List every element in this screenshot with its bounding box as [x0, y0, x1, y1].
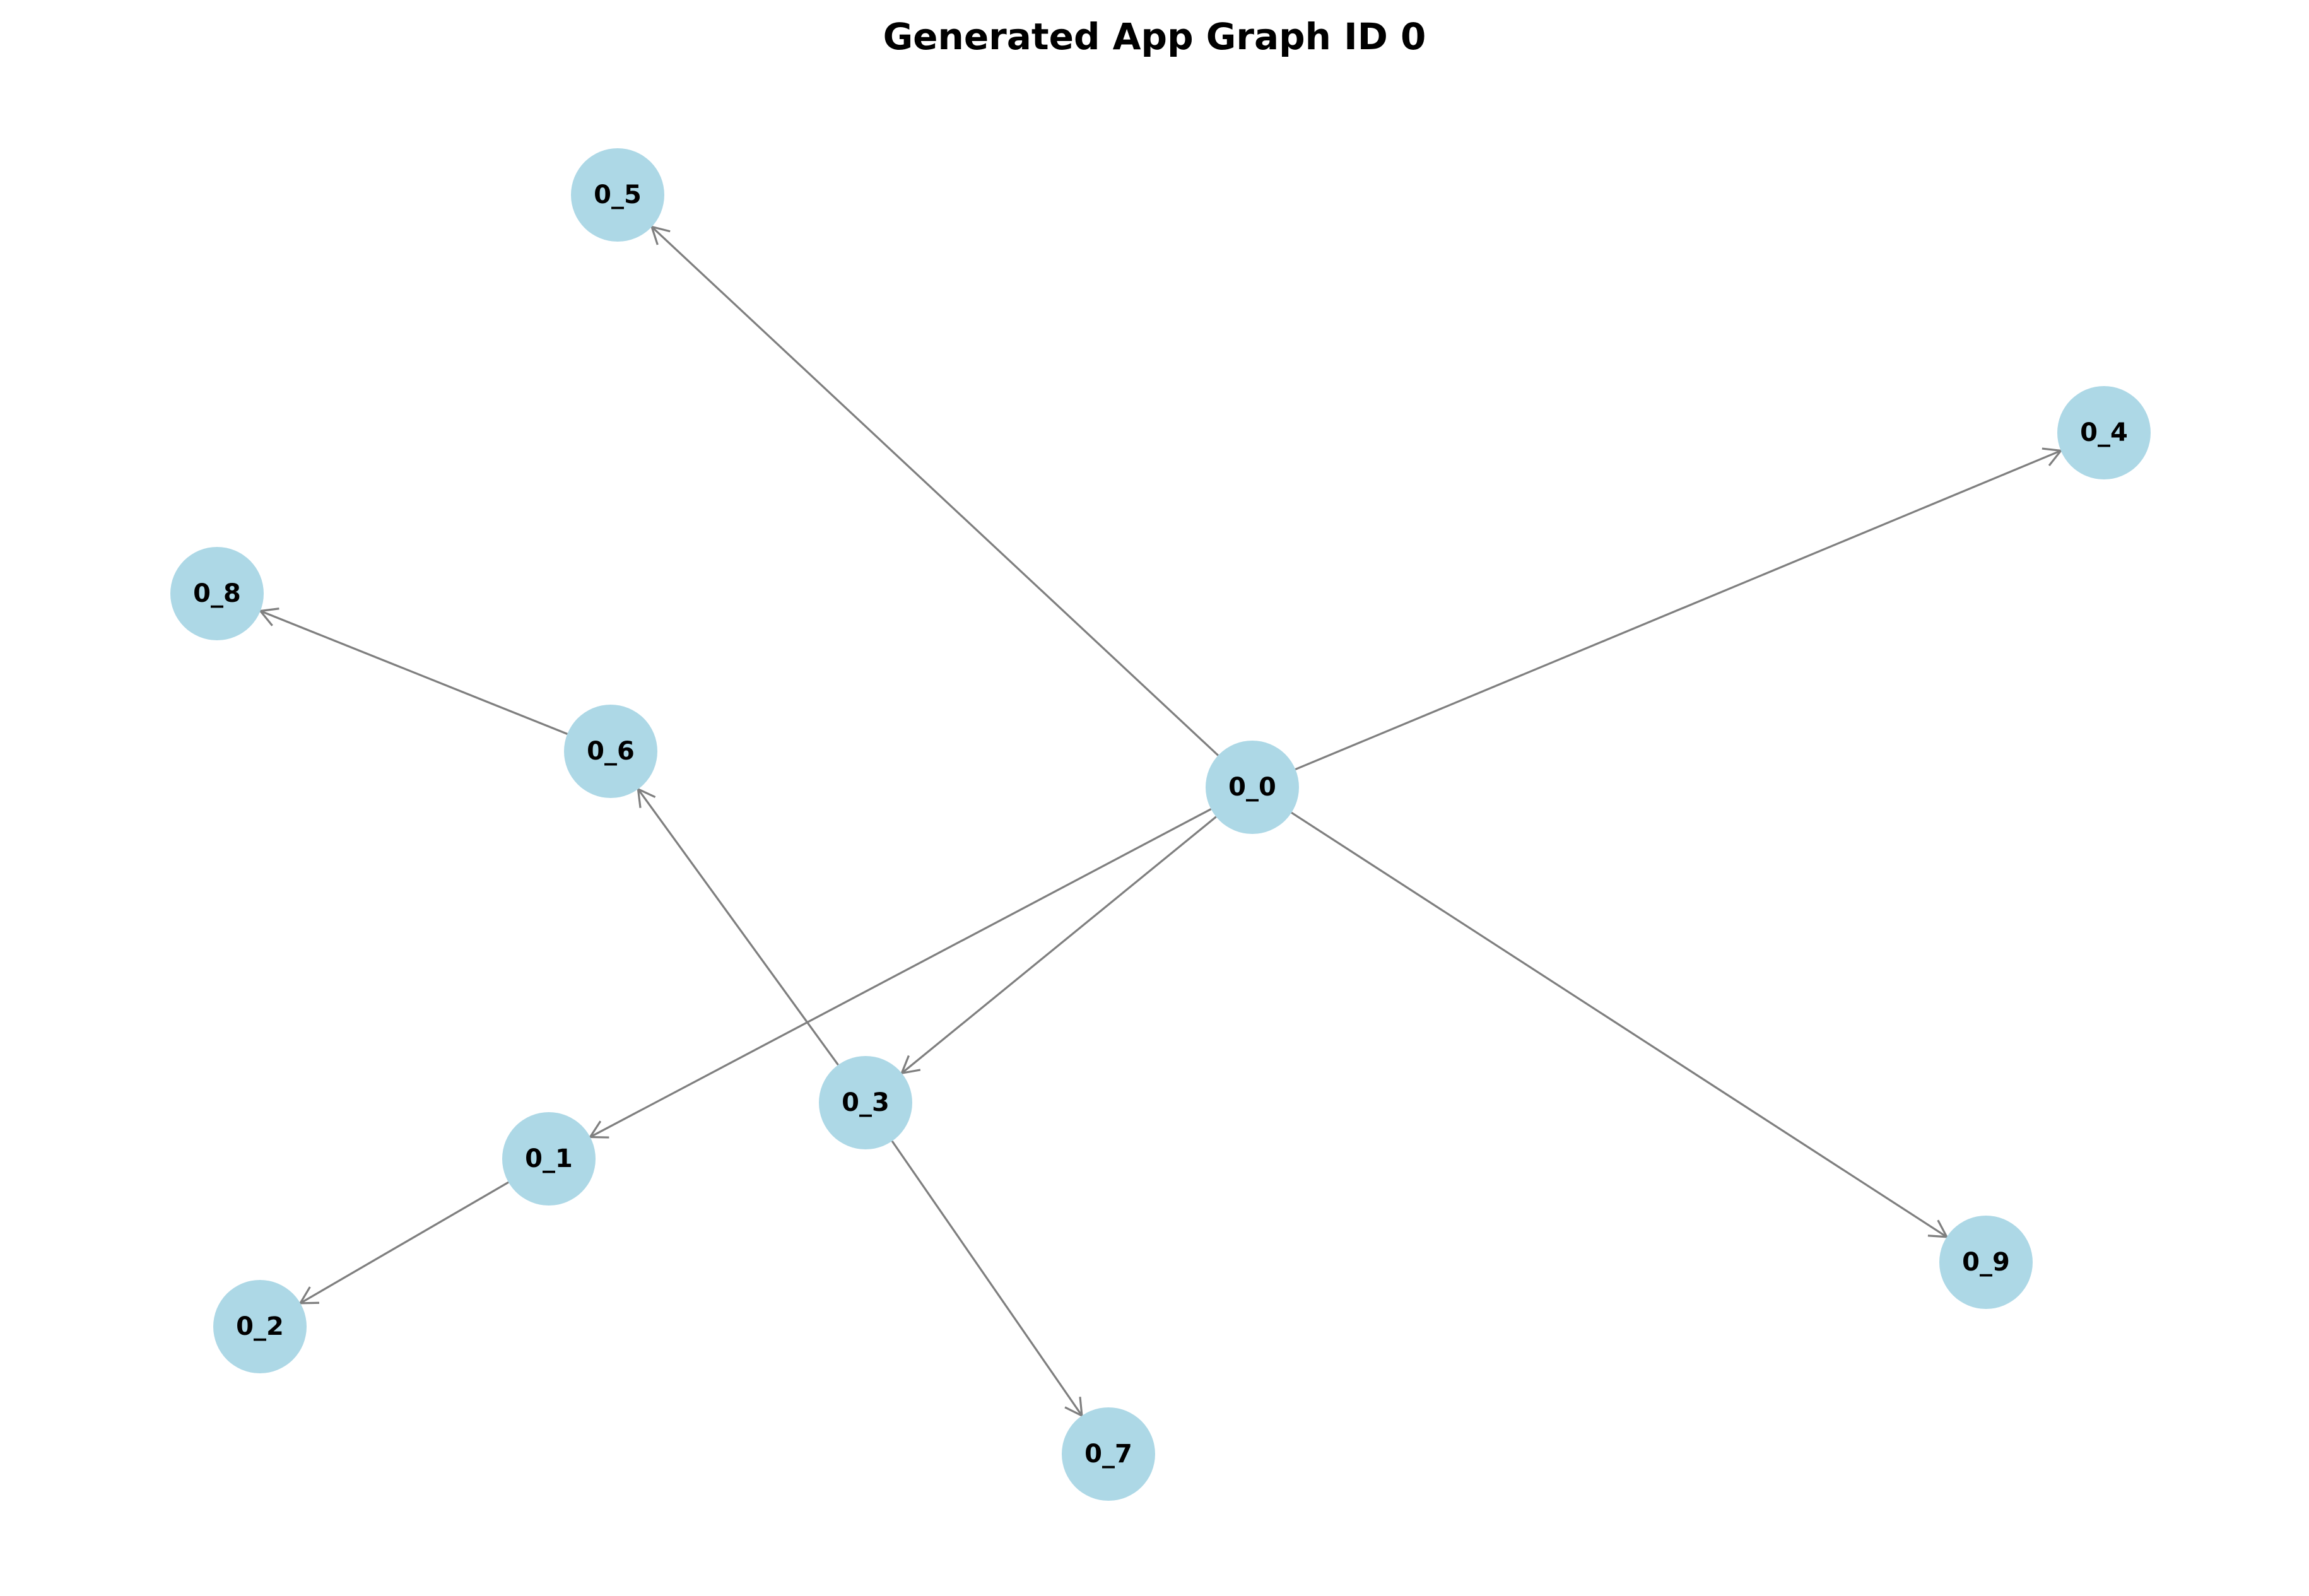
node-0_3: 0_3 [819, 1056, 912, 1149]
arrowhead-icon [900, 1055, 921, 1075]
edges-layer [258, 225, 2063, 1417]
node-label: 0_1 [525, 1144, 573, 1173]
node-0_7: 0_7 [1062, 1407, 1155, 1501]
edge-line [1295, 449, 2062, 771]
node-circle [1206, 741, 1299, 834]
node-circle [502, 1112, 596, 1206]
edge-line [637, 788, 839, 1066]
node-label: 0_2 [236, 1312, 284, 1341]
graph-title: Generated App Graph ID 0 [883, 15, 1426, 58]
node-0_0: 0_0 [1206, 741, 1299, 834]
edge-line [300, 1181, 509, 1305]
node-0_9: 0_9 [1939, 1216, 2033, 1309]
node-label: 0_8 [193, 579, 241, 608]
edge-0_0-to-0_1 [588, 808, 1212, 1139]
node-circle [213, 1280, 307, 1373]
node-0_4: 0_4 [2057, 386, 2151, 479]
node-0_8: 0_8 [170, 547, 264, 640]
node-circle [819, 1056, 912, 1149]
edge-0_6-to-0_8 [258, 607, 568, 735]
edge-0_3-to-0_7 [891, 1140, 1083, 1417]
node-0_6: 0_6 [564, 705, 657, 798]
edge-line [1291, 811, 1948, 1238]
edge-line [901, 816, 1217, 1074]
edge-0_0-to-0_5 [650, 225, 1219, 756]
node-label: 0_6 [587, 737, 635, 766]
node-circle [1939, 1216, 2033, 1309]
node-0_2: 0_2 [213, 1280, 307, 1373]
edge-line [589, 808, 1212, 1138]
node-label: 0_4 [2080, 418, 2128, 447]
arrowhead-icon [1064, 1397, 1083, 1417]
arrowhead-icon [588, 1120, 609, 1139]
node-circle [564, 705, 657, 798]
edge-0_0-to-0_3 [900, 816, 1217, 1075]
node-circle [2057, 386, 2151, 479]
node-label: 0_5 [594, 180, 642, 209]
node-label: 0_3 [842, 1088, 890, 1117]
edge-0_0-to-0_4 [1295, 447, 2063, 771]
edge-0_3-to-0_6 [637, 787, 839, 1066]
edge-0_0-to-0_9 [1291, 811, 1949, 1238]
edge-line [891, 1140, 1083, 1417]
node-circle [571, 148, 664, 242]
node-label: 0_9 [1962, 1248, 2010, 1277]
node-label: 0_7 [1084, 1440, 1132, 1469]
edge-line [260, 610, 568, 735]
arrowhead-icon [650, 225, 671, 245]
edge-line [651, 226, 1219, 756]
node-0_5: 0_5 [571, 148, 664, 242]
node-circle [170, 547, 264, 640]
node-label: 0_0 [1228, 773, 1276, 802]
arrowhead-icon [298, 1286, 320, 1305]
edge-0_1-to-0_2 [298, 1181, 509, 1305]
node-circle [1062, 1407, 1155, 1501]
node-0_1: 0_1 [502, 1112, 596, 1206]
nodes-layer: 0_0 0_1 0_2 0_3 0_4 0_5 0_6 0_7 0_8 0_9 [170, 148, 2151, 1501]
